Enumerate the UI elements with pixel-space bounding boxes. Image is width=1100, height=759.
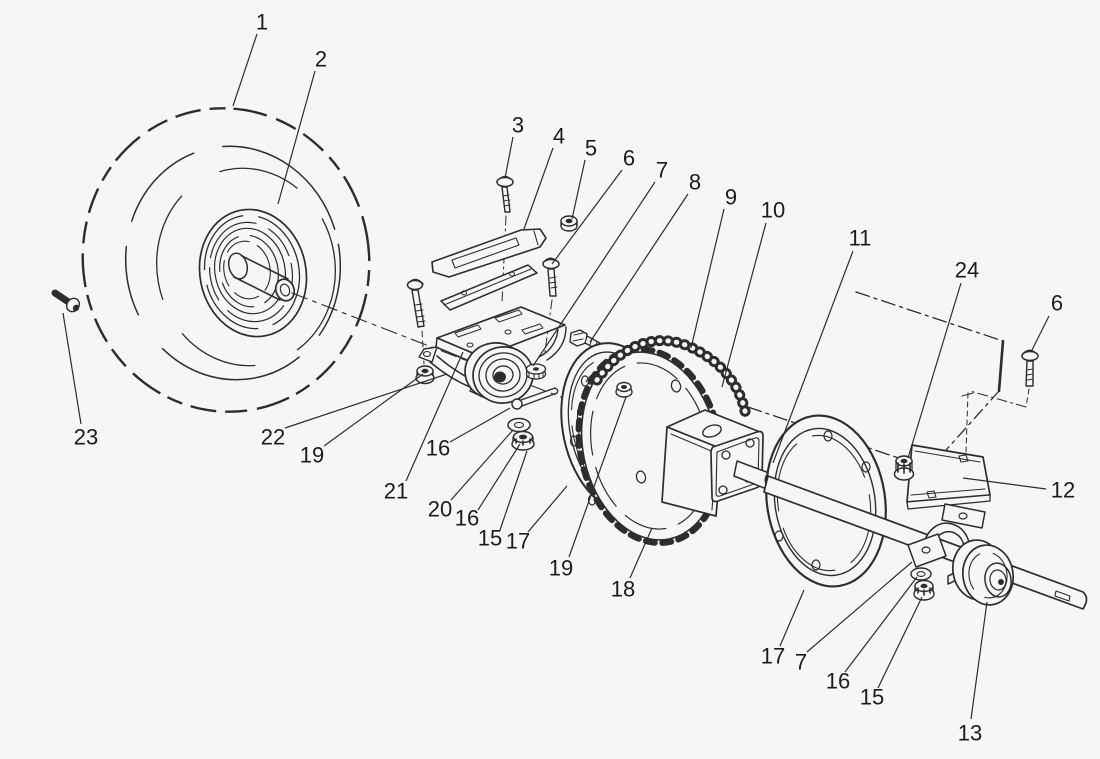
leader-line-16-20 <box>477 443 521 511</box>
leader-line-2-1 <box>277 70 316 205</box>
callout-9-8: 9 <box>725 185 737 210</box>
callout-10-9: 10 <box>761 198 785 223</box>
callout-8-7: 8 <box>689 170 701 195</box>
leader-line-16-18 <box>449 407 511 443</box>
leader-line-3-2 <box>504 136 514 179</box>
leader-line-17-22 <box>527 485 568 533</box>
flange-lock-nut-24 <box>893 455 915 481</box>
callout-6-5: 6 <box>623 146 635 171</box>
leader-line-19-23 <box>568 396 627 558</box>
leader-line-15-28 <box>877 596 923 689</box>
callout-2-1: 2 <box>315 47 327 72</box>
eye-pin <box>511 387 559 410</box>
leader-line-23-14 <box>62 312 82 425</box>
leader-line-8-7 <box>589 193 689 343</box>
roller-chain <box>591 335 752 422</box>
callout-3-2: 3 <box>512 113 524 138</box>
flange-nut-19-sprocket <box>615 381 633 398</box>
leader-line-18-24 <box>629 527 653 579</box>
leader-line-4-3 <box>523 147 554 230</box>
clamp-tab-plate <box>941 503 986 529</box>
carriage-bolt-6-right <box>961 349 1039 453</box>
leader-line-9-8 <box>690 208 725 349</box>
lock-nut-right <box>913 579 935 601</box>
callout-16-20: 16 <box>455 506 479 531</box>
leader-line-15-21 <box>499 450 528 531</box>
hex-bolt-long <box>406 278 426 328</box>
flat-washer-right <box>910 567 932 581</box>
callout-5-4: 5 <box>585 136 597 161</box>
callout-1-0: 1 <box>256 10 268 35</box>
callout-17-22: 17 <box>506 529 530 554</box>
axle-bracket-12 <box>906 444 991 510</box>
callout-19-16: 19 <box>300 443 324 468</box>
leader-line-6-12 <box>1031 315 1050 351</box>
leader-line-11-10 <box>772 250 854 464</box>
flange-bearing <box>464 342 534 404</box>
carriage-bolt-3 <box>496 175 514 213</box>
callout-21-17: 21 <box>384 479 408 504</box>
leader-line-6-5 <box>551 169 623 265</box>
leader-line-1-0 <box>232 33 258 107</box>
leader-line-5-4 <box>571 159 586 220</box>
callout-15-28: 15 <box>860 685 884 710</box>
leader-line-10-9 <box>721 222 767 388</box>
adjustment-strap-4 <box>431 228 547 278</box>
callout-17-25: 17 <box>761 644 785 669</box>
callout-16-18: 16 <box>426 436 450 461</box>
callout-11-10: 11 <box>849 226 872 251</box>
leader-line-22-15 <box>284 373 448 429</box>
push-nut <box>525 363 547 380</box>
wheel-rim <box>198 208 308 338</box>
leader-line-21-17 <box>405 351 464 482</box>
leader-line-19-16 <box>323 373 424 447</box>
flat-washer-center <box>507 417 531 433</box>
callout-15-21: 15 <box>478 526 502 551</box>
callout-22-15: 22 <box>261 425 285 450</box>
leader-line-7-6 <box>532 181 656 367</box>
valve-stem <box>51 289 81 313</box>
leader-line-7-26 <box>806 561 913 653</box>
leader-line-13-29 <box>970 601 988 720</box>
callout-13-29: 13 <box>958 721 982 746</box>
callout-4-3: 4 <box>553 124 565 149</box>
leader-line-17-25 <box>779 589 805 647</box>
leader-line-24-11 <box>907 282 962 459</box>
callout-7-26: 7 <box>795 650 807 675</box>
lock-nut-center <box>511 430 535 451</box>
gearbox <box>661 409 778 517</box>
leader-line-20-19 <box>450 429 514 501</box>
callout-24-11: 24 <box>955 258 979 283</box>
leader-line-12-13 <box>962 477 1047 490</box>
callout-23-14: 23 <box>74 425 98 450</box>
leader-line-16-27 <box>844 576 918 673</box>
carriage-bolt-6-left <box>542 257 560 297</box>
callout-18-24: 18 <box>611 577 635 602</box>
flange-nut-5 <box>560 215 578 232</box>
centerline-bolt-long <box>421 330 425 365</box>
support-strap <box>440 264 538 311</box>
callout-6-12: 6 <box>1051 291 1063 316</box>
callout-7-6: 7 <box>656 158 668 183</box>
callout-20-19: 20 <box>428 497 452 522</box>
callout-12-13: 12 <box>1051 478 1075 503</box>
callout-19-23: 19 <box>549 556 573 581</box>
clamp-plate-lower <box>907 533 947 568</box>
end-bearing <box>952 539 1014 606</box>
callout-16-27: 16 <box>826 669 850 694</box>
